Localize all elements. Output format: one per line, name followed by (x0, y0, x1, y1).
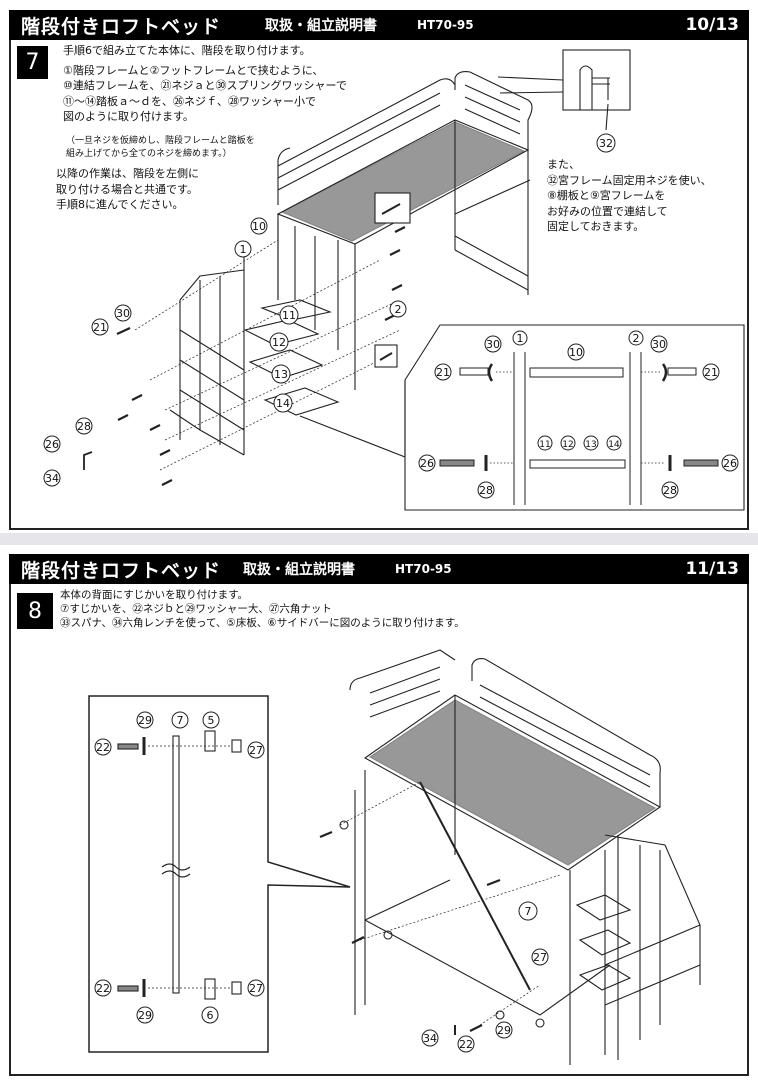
svg-text:1: 1 (517, 332, 524, 345)
svg-text:21: 21 (436, 366, 450, 379)
manual-subtitle: 取扱・組立説明書 (265, 18, 378, 34)
svg-text:28: 28 (479, 484, 493, 497)
svg-text:27: 27 (533, 951, 547, 964)
svg-text:26: 26 (45, 438, 59, 451)
note-line: また、 (547, 158, 580, 171)
step-number: 8 (17, 593, 53, 629)
page-header: 階段付きロフトベッド 取扱・組立説明書 HT70-95 10/13 (9, 10, 749, 40)
page-number: 11/13 (685, 559, 739, 579)
instruction-line: ①階段フレームと②フットフレームとで挟むように、 (63, 63, 324, 77)
assembly-note: （一旦ネジを仮締めし、階段フレームと踏板を 組み上げてから全てのネジを締めます。… (66, 135, 255, 161)
product-title: 階段付きロフトベッド (21, 15, 222, 38)
svg-text:12: 12 (562, 440, 573, 450)
note-line: 手順8に進んでください。 (56, 198, 184, 211)
svg-text:32: 32 (599, 137, 613, 150)
model-number: HT70-95 (395, 562, 452, 576)
svg-text:27: 27 (249, 982, 263, 995)
svg-text:13: 13 (585, 440, 596, 450)
svg-text:21: 21 (704, 366, 718, 379)
svg-text:2: 2 (633, 332, 640, 345)
continue-note: 以降の作業は、階段を左側に 取り付ける場合と共通です。 手順8に進んでください。 (56, 166, 199, 213)
instruction-line: 図のように取り付けます。 (63, 110, 194, 123)
svg-text:27: 27 (249, 744, 263, 757)
svg-text:10: 10 (569, 346, 583, 359)
page-header: 階段付きロフトベッド 取扱・組立説明書 HT70-95 11/13 (9, 554, 749, 584)
instruction-line: 手順6で組み立てた本体に、階段を取り付けます。 (63, 44, 311, 57)
svg-text:2: 2 (395, 303, 402, 316)
step-frame (9, 40, 749, 530)
svg-text:26: 26 (723, 457, 737, 470)
svg-text:14: 14 (608, 440, 620, 450)
note-line: 取り付ける場合と共通です。 (56, 182, 198, 196)
svg-text:7: 7 (177, 714, 184, 727)
svg-text:22: 22 (96, 741, 110, 754)
svg-text:21: 21 (93, 321, 107, 334)
svg-text:12: 12 (272, 336, 286, 349)
note-line: 以降の作業は、階段を左側に (56, 167, 199, 180)
svg-text:10: 10 (252, 220, 266, 233)
svg-text:34: 34 (423, 1032, 437, 1045)
svg-text:22: 22 (96, 982, 110, 995)
svg-text:7: 7 (525, 905, 532, 918)
model-number: HT70-95 (417, 18, 474, 32)
instruction-line: ㉝スパナ、㉞六角レンチを使って、⑤床板、⑥サイドバーに図のように取り付けます。 (60, 617, 465, 629)
instruction-line: ⑦すじかいを、㉒ネジｂと㉙ワッシャー大、㉗六角ナット (60, 603, 332, 615)
note-line: ㉜宮フレーム固定用ネジを使い、 (547, 173, 712, 187)
svg-text:13: 13 (274, 368, 288, 381)
svg-text:29: 29 (138, 1009, 152, 1022)
step-number: 7 (17, 46, 48, 79)
product-title: 階段付きロフトベッド (21, 559, 222, 582)
svg-text:11: 11 (539, 440, 550, 450)
svg-text:5: 5 (208, 714, 215, 727)
manual-page-10: 階段付きロフトベッド 取扱・組立説明書 HT70-95 10/13 7 手順6で… (0, 0, 758, 533)
svg-text:30: 30 (652, 338, 666, 351)
note-line: ⑧棚板と⑨宮フレームを (547, 189, 666, 202)
svg-text:26: 26 (420, 457, 434, 470)
step-instructions: 手順6で組み立てた本体に、階段を取り付けます。 ①階段フレームと②フットフレーム… (63, 43, 347, 125)
instruction-line: ⑪～⑭踏板ａ～ｄを、㉖ネジｆ、㉘ワッシャー小で (63, 94, 316, 108)
svg-text:30: 30 (486, 338, 500, 351)
note-line: お好みの位置で連結して (547, 204, 668, 218)
svg-text:30: 30 (116, 307, 130, 320)
manual-page-11: 階段付きロフトベッド 取扱・組立説明書 HT70-95 11/13 8 本体の背… (0, 545, 758, 1080)
svg-text:22: 22 (459, 1038, 473, 1051)
svg-text:29: 29 (497, 1024, 511, 1037)
svg-text:14: 14 (276, 397, 290, 410)
svg-text:34: 34 (45, 472, 59, 485)
note-line: 組み上げてから全てのネジを締めます。） (66, 149, 232, 159)
step-instructions: 本体の背面にすじかいを取り付けます。 ⑦すじかいを、㉒ネジｂと㉙ワッシャー大、㉗… (60, 588, 465, 630)
page-separator (0, 533, 758, 545)
page-number: 10/13 (685, 15, 739, 35)
note-line: （一旦ネジを仮締めし、階段フレームと踏板を (66, 136, 255, 146)
part-label: 1 (240, 243, 247, 256)
note-line: 固定しておきます。 (547, 220, 645, 233)
instruction-line: 本体の背面にすじかいを取り付けます。 (60, 589, 249, 601)
svg-text:28: 28 (77, 420, 91, 433)
svg-text:29: 29 (138, 714, 152, 727)
instruction-line: ⑩連結フレームを、㉑ネジａと㉚スプリングワッシャーで (63, 79, 347, 92)
manual-subtitle: 取扱・組立説明書 (243, 562, 356, 578)
svg-text:11: 11 (282, 309, 296, 322)
svg-text:6: 6 (207, 1009, 214, 1022)
svg-text:28: 28 (663, 484, 677, 497)
side-note: また、 ㉜宮フレーム固定用ネジを使い、 ⑧棚板と⑨宮フレームを お好みの位置で連… (547, 157, 712, 235)
brace-assembly-diagram: 29 7 5 22 27 22 27 29 6 7 27 34 22 29 (88, 649, 701, 1065)
